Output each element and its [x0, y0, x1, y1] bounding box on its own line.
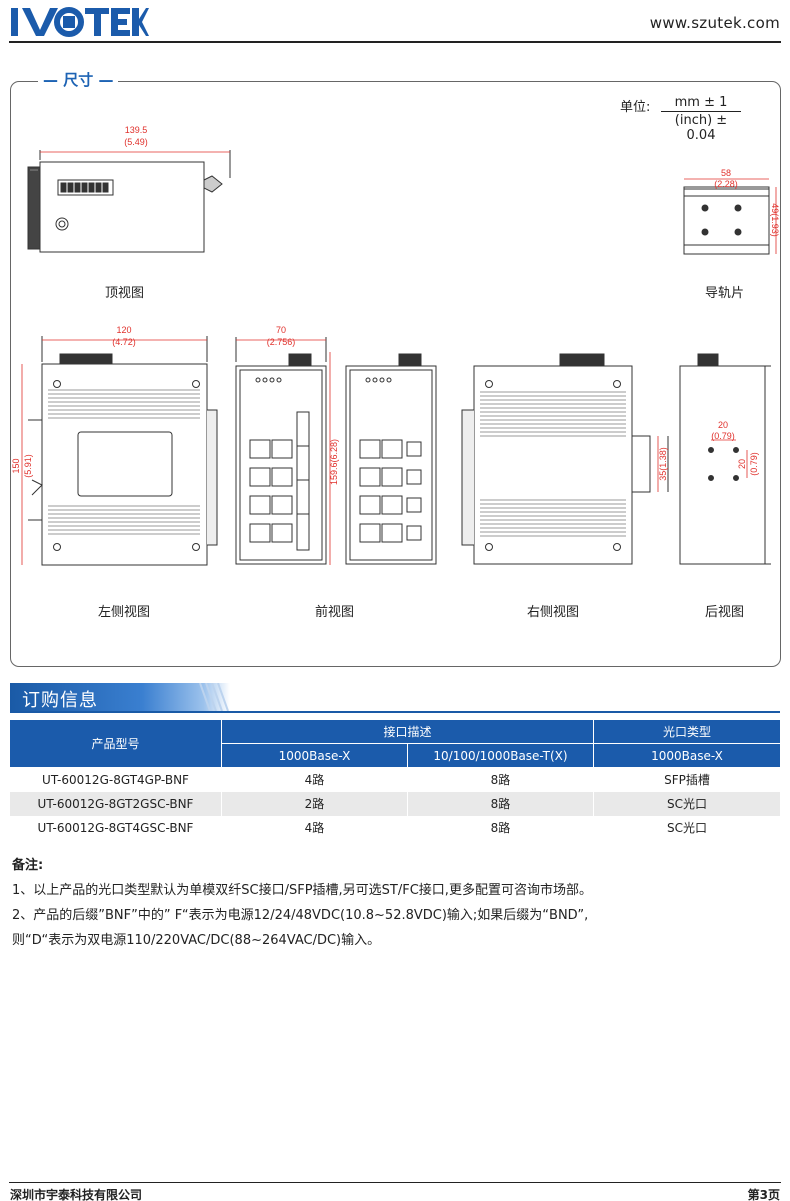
- unit-label: 单位:: [620, 100, 651, 115]
- top-view-drawing: [27, 150, 231, 253]
- row-fiber-count: 4路: [221, 815, 408, 840]
- front-view-width-mm: 70: [276, 325, 286, 335]
- ordering-divider: [10, 711, 780, 713]
- front-view-b-drawing: [345, 353, 437, 565]
- front-view-a-drawing: [235, 337, 327, 565]
- front-view-width-in: (2.756): [267, 337, 296, 347]
- back-view-width-in: (0.79): [711, 431, 735, 441]
- left-view-width-in: (4.72): [112, 337, 136, 347]
- row-model: UT-60012G-8GT2GSC-BNF: [9, 791, 222, 816]
- row-copper-count: 8路: [407, 815, 594, 840]
- back-view-height-in: (0.79): [749, 452, 759, 476]
- unit-fraction: mm ± 1 (inch) ± 0.04: [661, 95, 741, 143]
- row-copper-count: 8路: [407, 767, 594, 792]
- top-view-width-in: (5.49): [124, 137, 148, 147]
- header-optical: 光口类型: [593, 719, 781, 744]
- header-1000base-x: 1000Base-X: [221, 743, 408, 768]
- top-view-width-mm: 139.5: [125, 125, 148, 135]
- back-view-caption: 后视图: [705, 605, 745, 620]
- footer-page-number: 第3页: [747, 1188, 780, 1201]
- notes-title: 备注:: [12, 858, 44, 873]
- footer-divider: [9, 1182, 781, 1183]
- table-row: UT-60012G-8GT4GP-BNF 4路 8路 SFP插槽: [9, 767, 781, 792]
- row-optical-type: SFP插槽: [593, 767, 781, 792]
- front-view-height: 159.6(6.28): [329, 439, 339, 485]
- row-fiber-count: 2路: [221, 791, 408, 816]
- top-view-caption: 顶视图: [105, 286, 145, 301]
- table-row: UT-60012G-8GT2GSC-BNF 2路 8路 SC光口: [9, 791, 781, 816]
- left-view-height-in: (5.91): [23, 454, 33, 478]
- notes-line-3: 则“D“表示为双电源110/220VAC/DC(88~264VAC/DC)输入。: [12, 933, 381, 948]
- rail-drawing: [683, 186, 770, 255]
- header-divider: [9, 41, 781, 43]
- header-1000base-t: 10/100/1000Base-T(X): [407, 743, 594, 768]
- right-view-drawing: [461, 353, 669, 565]
- notes-line-2: 2、产品的后缀”BNF”中的” F“表示为电源12/24/48VDC(10.8~…: [12, 908, 589, 923]
- utek-logo: [11, 7, 149, 37]
- row-copper-count: 8路: [407, 791, 594, 816]
- row-optical-type: SC光口: [593, 815, 781, 840]
- footer-company: 深圳市宇泰科技有限公司: [10, 1188, 143, 1201]
- row-model: UT-60012G-8GT4GSC-BNF: [9, 815, 222, 840]
- rail-height: 49(1.93): [770, 203, 780, 237]
- notes-line-1: 1、以上产品的光口类型默认为单模双纤SC接口/SFP插槽,另可选ST/FC接口,…: [12, 883, 592, 898]
- left-view-caption: 左侧视图: [98, 605, 151, 620]
- left-view-width-mm: 120: [116, 325, 131, 335]
- row-optical-type: SC光口: [593, 791, 781, 816]
- unit-numerator: mm ± 1: [661, 95, 741, 112]
- header-model: 产品型号: [9, 719, 222, 768]
- front-view-caption: 前视图: [315, 605, 355, 620]
- notes: 备注: 1、以上产品的光口类型默认为单模双纤SC接口/SFP插槽,另可选ST/F…: [12, 853, 592, 953]
- ordering-title: 订购信息: [22, 690, 98, 711]
- header-optical-type: 1000Base-X: [593, 743, 781, 768]
- rail-width-mm: 58: [721, 168, 731, 178]
- rail-width-in: (2.28): [714, 179, 738, 189]
- back-view-height-mm: 20: [737, 459, 747, 469]
- dimensions-panel: [10, 81, 781, 667]
- table-row: UT-60012G-8GT4GSC-BNF 4路 8路 SC光口: [9, 815, 781, 840]
- ordering-table: 产品型号 接口描述 光口类型 1000Base-X 10/100/1000Bas…: [9, 719, 781, 840]
- rail-caption: 导轨片: [705, 286, 745, 301]
- row-fiber-count: 4路: [221, 767, 408, 792]
- right-view-caption: 右侧视图: [527, 605, 580, 620]
- unit-denominator: (inch) ± 0.04: [674, 113, 728, 143]
- row-model: UT-60012G-8GT4GP-BNF: [9, 767, 222, 792]
- dimension-drawings: 139.5 (5.49) 58 (2.28) 49(1.93) 120 (4.7…: [11, 125, 780, 566]
- back-view-width-mm: 20: [718, 420, 728, 430]
- back-view-drawing: [679, 353, 771, 565]
- website-url[interactable]: www.szutek.com: [649, 14, 780, 32]
- dimensions-title: — 尺寸 —: [38, 69, 119, 90]
- left-view-height-mm: 150: [11, 458, 21, 473]
- right-view-height: 35(1.38): [658, 447, 668, 481]
- left-view-drawing: [28, 336, 218, 566]
- ordering-banner: [10, 683, 230, 711]
- header-interface: 接口描述: [221, 719, 594, 744]
- ordering-banner-stripes: [199, 683, 229, 711]
